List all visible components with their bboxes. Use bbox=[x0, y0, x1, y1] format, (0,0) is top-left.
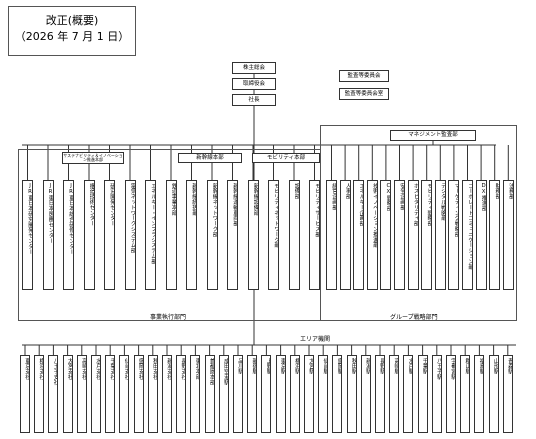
doc-title: 改正(概要) bbox=[45, 14, 99, 27]
exec-unit-2: JR東日本医療センター bbox=[42, 180, 54, 290]
area-unit-8: 仙台支社 bbox=[119, 355, 130, 433]
exec-unit-3: JR東日本総合研修センター bbox=[63, 180, 74, 290]
exec-unit-12: 新幹線設備部 bbox=[247, 180, 259, 290]
president-box: 社長 bbox=[232, 94, 276, 106]
strategy-unit-13: 財務部 bbox=[489, 180, 501, 290]
area-unit-3: 八王子支社 bbox=[48, 355, 59, 433]
area-unit-21: 大宮駅 bbox=[304, 355, 314, 433]
area-unit-15: 成田空港駅 bbox=[218, 355, 229, 433]
audit-committee-office-box: 監査等委員会室 bbox=[339, 88, 389, 100]
area-unit-10: 秋田支社 bbox=[147, 355, 158, 433]
area-unit-34: 山形駅 bbox=[488, 355, 499, 433]
management-audit-box: マネジメント監査部 bbox=[390, 130, 476, 141]
area-unit-9: 盛岡支社 bbox=[133, 355, 144, 433]
exec-unit-5: 研究開発センター bbox=[104, 180, 115, 290]
exec-unit-4: 構造技術センター bbox=[83, 180, 95, 290]
document-header: 改正(概要) （2026 年 7 月 1 日） bbox=[8, 6, 136, 56]
area-unit-16: 品川駅 bbox=[233, 355, 243, 433]
area-unit-7: 千葉支社 bbox=[105, 355, 116, 433]
area-unit-12: 長野支社 bbox=[176, 355, 187, 433]
business-exec-label: 事業執行部門 bbox=[150, 314, 187, 321]
area-unit-17: 新宿駅 bbox=[247, 355, 258, 433]
area-unit-22: 仙台駅 bbox=[318, 355, 329, 433]
area-unit-6: 水戸支社 bbox=[91, 355, 101, 433]
shinkansen-subgroup-box: 新幹線本部 bbox=[178, 153, 242, 163]
strategy-unit-2: 人事部 bbox=[339, 180, 351, 290]
area-unit-5: 高崎支社 bbox=[76, 355, 87, 433]
exec-unit-9: 新幹線統括部 bbox=[186, 180, 197, 290]
exec-unit-1: JR東日本研究開発センター bbox=[22, 180, 33, 290]
strategy-unit-11: コーポレートコミュニケーション部 bbox=[462, 180, 473, 290]
area-unit-13: 東北本部 bbox=[190, 355, 201, 433]
area-label: エリア機関 bbox=[300, 336, 331, 343]
area-unit-23: 盛岡駅 bbox=[332, 355, 343, 433]
exec-unit-10: 新幹線ネットワーク部 bbox=[206, 180, 218, 290]
area-unit-14: 首都圏本部 bbox=[204, 355, 215, 433]
area-unit-32: 郡山駅 bbox=[460, 355, 471, 433]
exec-unit-8: 鉄道事業本部 bbox=[165, 180, 177, 290]
group-strategy-label: グループ戦略部門 bbox=[390, 314, 438, 321]
area-unit-2: 横浜支社 bbox=[34, 355, 45, 433]
area-unit-20: 横浜駅 bbox=[289, 355, 300, 433]
area-unit-1: 東京支社 bbox=[20, 355, 30, 433]
exec-unit-7: エネルギー・インフラシステム部 bbox=[145, 180, 156, 290]
area-unit-35: 青森駅 bbox=[502, 355, 513, 433]
area-unit-31: 宇都宮駅 bbox=[446, 355, 456, 433]
strategy-unit-3: エネルギー企画部 bbox=[353, 180, 365, 290]
area-unit-28: 水戸駅 bbox=[403, 355, 414, 433]
group-strategy-group bbox=[320, 125, 517, 321]
board-box: 取締役会 bbox=[232, 78, 276, 90]
strategy-unit-5: CX戦略部 bbox=[380, 180, 392, 290]
exec-unit-15: モビリティサービス部 bbox=[309, 180, 320, 290]
rd-subgroup-box: サステナビリティ＆イノベーション推進本部 bbox=[62, 152, 124, 164]
area-unit-11: 新潟支社 bbox=[162, 355, 172, 433]
shareholders-box: 株主総会 bbox=[232, 62, 276, 74]
strategy-unit-4: 技術イノベーション推進部 bbox=[366, 180, 378, 290]
area-unit-19: 東京駅 bbox=[275, 355, 286, 433]
exec-unit-13: モビリティネットワーク部 bbox=[268, 180, 279, 290]
mobility-subgroup-box: モビリティ本部 bbox=[252, 153, 320, 163]
strategy-unit-6: 安全企画部 bbox=[394, 180, 405, 290]
area-unit-29: 千葉駅 bbox=[417, 355, 428, 433]
area-unit-24: 秋田駅 bbox=[346, 355, 357, 433]
strategy-unit-9: デジタル戦略部 bbox=[434, 180, 446, 290]
strategy-unit-8: モビリティ戦略部 bbox=[421, 180, 433, 290]
audit-committee-box: 監査等委員会 bbox=[339, 70, 389, 82]
area-unit-18: 上野駅 bbox=[261, 355, 272, 433]
area-unit-4: 大宮支社 bbox=[62, 355, 73, 433]
strategy-unit-7: ホスピタリティ部 bbox=[407, 180, 419, 290]
exec-unit-6: 電気ネットワークシステム部 bbox=[124, 180, 136, 290]
strategy-unit-10: マーケティング戦略部 bbox=[448, 180, 460, 290]
exec-unit-14: 設備部 bbox=[288, 180, 300, 290]
area-unit-27: 高崎駅 bbox=[389, 355, 400, 433]
strategy-unit-1: 経営企画部 bbox=[326, 180, 337, 290]
area-unit-25: 新潟駅 bbox=[360, 355, 371, 433]
strategy-unit-12: DX推進部 bbox=[475, 180, 487, 290]
exec-unit-11: 新幹線運輸車両部 bbox=[227, 180, 238, 290]
doc-date: （2026 年 7 月 1 日） bbox=[14, 30, 130, 43]
strategy-unit-14: 法務部 bbox=[502, 180, 514, 290]
area-unit-30: 八王子駅 bbox=[431, 355, 442, 433]
area-unit-33: 福島駅 bbox=[474, 355, 485, 433]
area-unit-26: 長野駅 bbox=[375, 355, 385, 433]
